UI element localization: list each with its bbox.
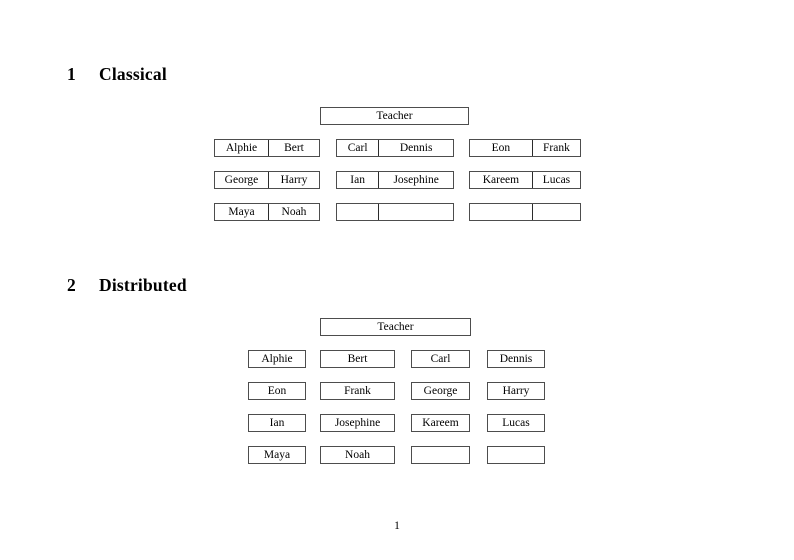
student-box[interactable]: Alphie bbox=[248, 350, 306, 368]
student-box[interactable]: Noah bbox=[320, 446, 395, 464]
student-box[interactable]: Maya bbox=[248, 446, 306, 464]
section-heading-distributed: 2 Distributed bbox=[67, 275, 187, 296]
student-box[interactable]: Bert bbox=[320, 350, 395, 368]
student-cell[interactable] bbox=[337, 204, 378, 220]
teacher-box-classical[interactable]: Teacher bbox=[320, 107, 469, 125]
student-pair-box[interactable] bbox=[336, 203, 454, 221]
student-cell[interactable]: Kareem bbox=[482, 174, 520, 186]
student-pair-box[interactable]: George Harry bbox=[214, 171, 320, 189]
student-box[interactable]: Eon bbox=[248, 382, 306, 400]
student-pair-box[interactable] bbox=[469, 203, 581, 221]
student-cell[interactable]: Carl bbox=[347, 142, 368, 154]
section-heading-classical: 1 Classical bbox=[67, 64, 167, 85]
section-number: 2 bbox=[67, 275, 76, 295]
student-cell[interactable] bbox=[470, 204, 532, 220]
student-cell[interactable]: Frank bbox=[531, 140, 580, 156]
student-cell[interactable] bbox=[531, 204, 580, 220]
student-cell[interactable]: George bbox=[224, 174, 259, 186]
student-cell[interactable]: Harry bbox=[267, 172, 319, 188]
student-pair-box[interactable]: Ian Josephine bbox=[336, 171, 454, 189]
student-pair-box[interactable]: Kareem Lucas bbox=[469, 171, 581, 189]
student-cell[interactable]: Alphie bbox=[225, 142, 258, 154]
student-pair-box[interactable]: Alphie Bert bbox=[214, 139, 320, 157]
section-number: 1 bbox=[67, 64, 76, 84]
student-box[interactable]: Harry bbox=[487, 382, 545, 400]
student-pair-box[interactable]: Eon Frank bbox=[469, 139, 581, 157]
student-box[interactable]: Lucas bbox=[487, 414, 545, 432]
student-cell[interactable] bbox=[378, 204, 453, 220]
student-cell[interactable]: Lucas bbox=[531, 172, 580, 188]
section-title: Classical bbox=[99, 64, 167, 84]
student-box[interactable]: Dennis bbox=[487, 350, 545, 368]
page-number: 1 bbox=[394, 520, 400, 532]
student-box[interactable] bbox=[411, 446, 470, 464]
student-pair-box[interactable]: Maya Noah bbox=[214, 203, 320, 221]
student-cell[interactable]: Noah bbox=[267, 204, 319, 220]
student-cell[interactable]: Bert bbox=[267, 140, 319, 156]
student-box[interactable]: Ian bbox=[248, 414, 306, 432]
student-cell[interactable]: Maya bbox=[228, 206, 255, 218]
student-box[interactable]: George bbox=[411, 382, 470, 400]
student-box[interactable]: Carl bbox=[411, 350, 470, 368]
student-box[interactable] bbox=[487, 446, 545, 464]
student-box[interactable]: Kareem bbox=[411, 414, 470, 432]
student-cell[interactable]: Dennis bbox=[378, 140, 453, 156]
student-box[interactable]: Josephine bbox=[320, 414, 395, 432]
teacher-box-distributed[interactable]: Teacher bbox=[320, 318, 471, 336]
student-cell[interactable]: Ian bbox=[350, 174, 365, 186]
student-cell[interactable]: Josephine bbox=[378, 172, 453, 188]
student-cell[interactable]: Eon bbox=[491, 142, 511, 154]
student-pair-box[interactable]: Carl Dennis bbox=[336, 139, 454, 157]
student-box[interactable]: Frank bbox=[320, 382, 395, 400]
section-title: Distributed bbox=[99, 275, 187, 295]
